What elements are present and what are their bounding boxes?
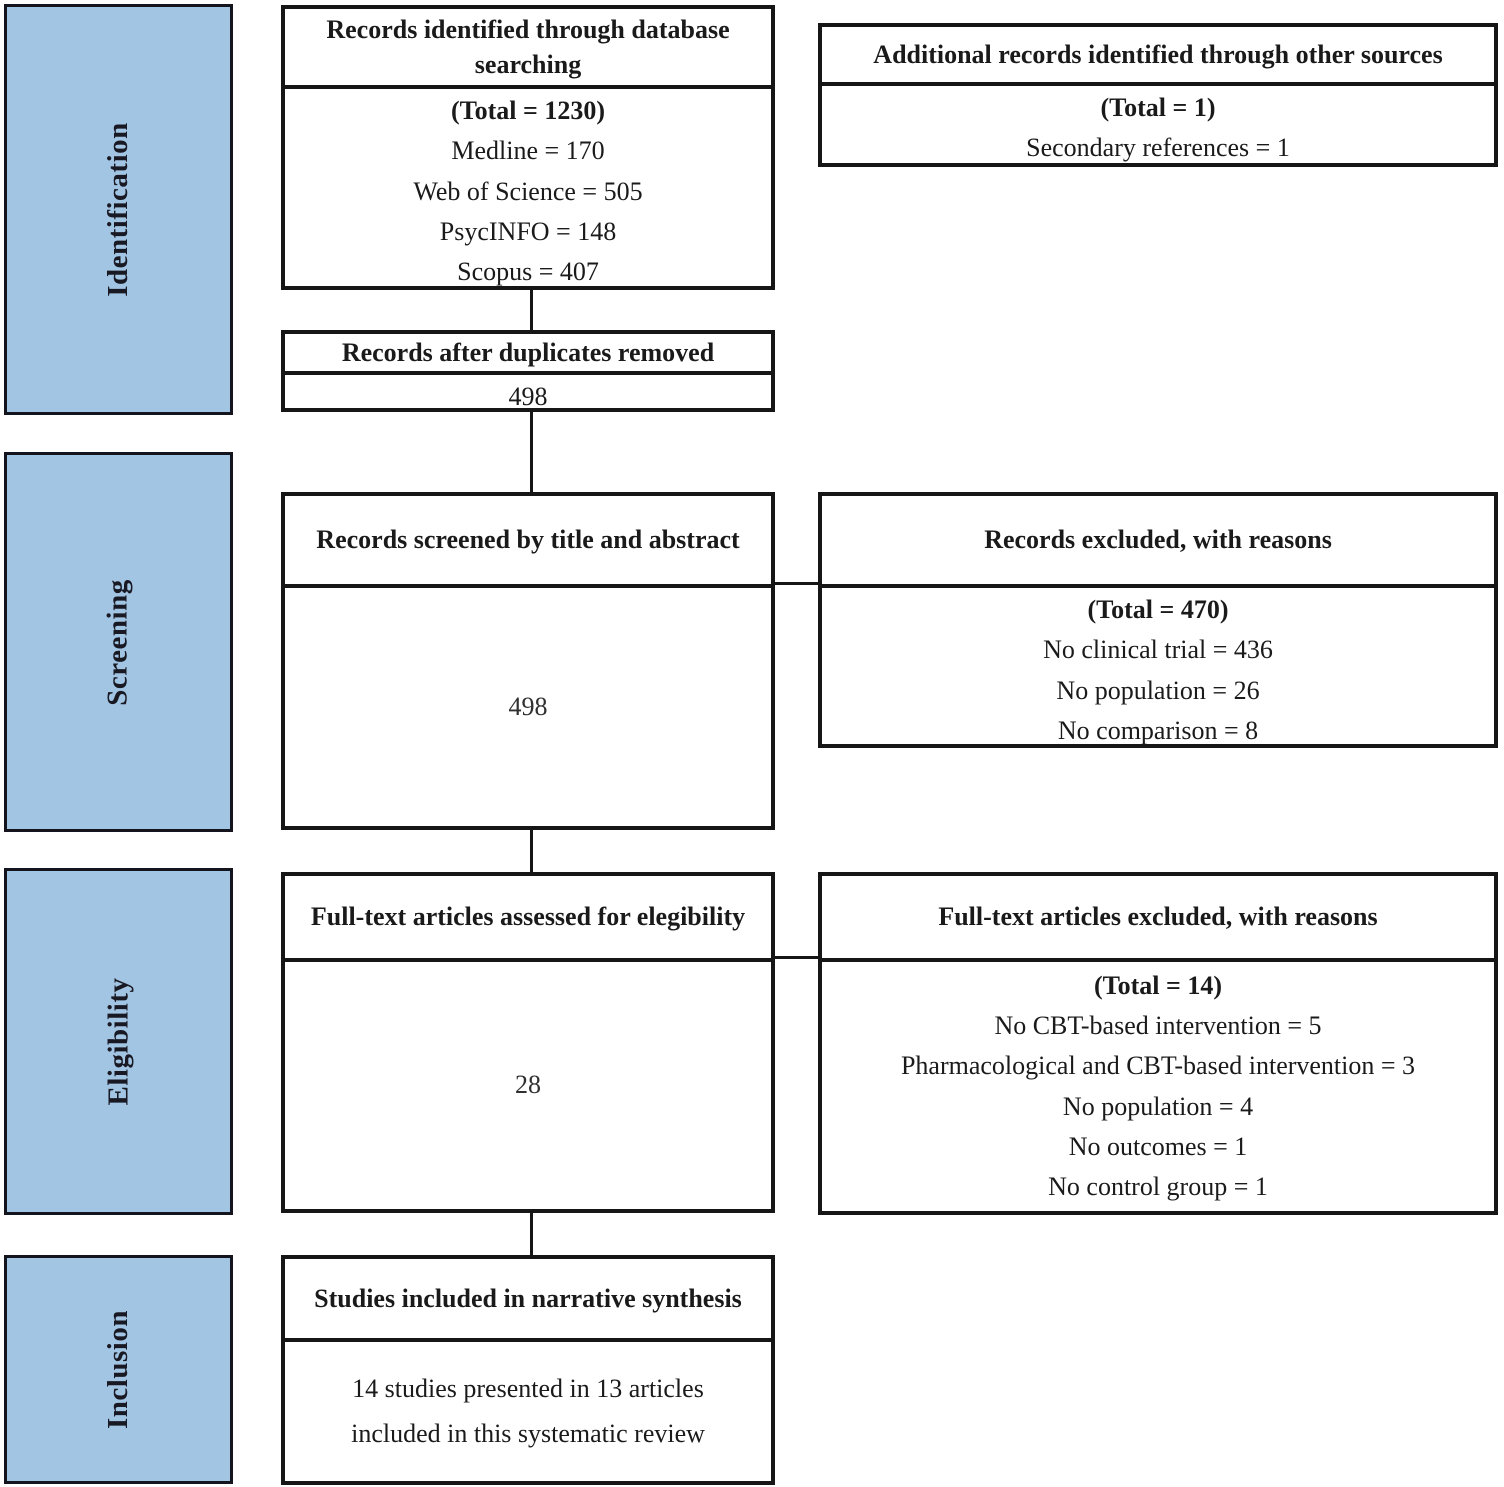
records-excluded-total: (Total = 470)	[1087, 595, 1229, 624]
box-screened: Records screened by title and abstract 4…	[281, 492, 775, 830]
box-records-identified-body: (Total = 1230) Medline = 170 Web of Scie…	[285, 89, 771, 294]
box-included-narrative: Studies included in narrative synthesis …	[281, 1255, 775, 1485]
connector-duplicates-to-screened	[530, 412, 533, 492]
fulltext-excluded-total: (Total = 14)	[1094, 970, 1222, 1000]
box-fulltext-excluded-header: Full-text articles excluded, with reason…	[822, 876, 1494, 962]
records-excluded-line: No clinical trial = 436	[1043, 635, 1273, 665]
records-excluded-line: No population = 26	[1056, 675, 1260, 705]
box-additional-records-body: (Total = 1) Secondary references = 1	[822, 86, 1494, 171]
box-included-narrative-body: 14 studies presented in 13 articles incl…	[351, 1374, 705, 1448]
connector-identified-to-duplicates	[530, 290, 533, 330]
box-screened-header: Records screened by title and abstract	[285, 496, 771, 588]
records-identified-total: (Total = 1230)	[451, 96, 605, 125]
stage-screening-label: Screening	[102, 578, 134, 706]
fulltext-excluded-line: Pharmacological and CBT-based interventi…	[900, 1051, 1416, 1081]
fulltext-excluded-line: No control group = 1	[1048, 1172, 1268, 1202]
box-records-identified-header: Records identified through database sear…	[285, 9, 771, 89]
box-records-excluded-body: (Total = 470) No clinical trial = 436 No…	[822, 588, 1494, 753]
stage-screening: Screening	[4, 452, 233, 832]
box-additional-records-header: Additional records identified through ot…	[822, 27, 1494, 86]
records-identified-line: PsycINFO = 148	[439, 216, 617, 246]
records-identified-line: Web of Science = 505	[413, 176, 643, 206]
fulltext-excluded-line: No population = 4	[1062, 1091, 1254, 1121]
box-after-duplicates: Records after duplicates removed 498	[281, 330, 775, 412]
box-records-identified: Records identified through database sear…	[281, 5, 775, 290]
additional-records-total: (Total = 1)	[1100, 93, 1216, 122]
additional-records-line: Secondary references = 1	[1026, 133, 1290, 163]
records-excluded-line: No comparison = 8	[1057, 715, 1259, 745]
box-fulltext-excluded-body: (Total = 14) No CBT-based intervention =…	[822, 962, 1494, 1211]
stage-identification: Identification	[4, 4, 233, 415]
records-identified-line: Scopus = 407	[457, 257, 599, 287]
box-after-duplicates-header: Records after duplicates removed	[285, 334, 771, 375]
connector-screened-to-fulltext	[530, 830, 533, 872]
fulltext-excluded-line: No CBT-based intervention = 5	[994, 1010, 1322, 1040]
connector-fulltext-to-included	[530, 1213, 533, 1255]
stage-identification-label: Identification	[102, 122, 134, 297]
records-identified-line: Medline = 170	[451, 136, 605, 166]
box-included-narrative-header: Studies included in narrative synthesis	[285, 1259, 771, 1342]
box-after-duplicates-body: 498	[508, 382, 548, 411]
stage-inclusion: Inclusion	[4, 1255, 233, 1484]
connector-fulltext-to-excluded	[775, 956, 818, 959]
fulltext-excluded-line: No outcomes = 1	[1068, 1131, 1248, 1161]
box-fulltext-assessed: Full-text articles assessed for elegibil…	[281, 872, 775, 1213]
box-records-excluded-header: Records excluded, with reasons	[822, 496, 1494, 588]
box-additional-records: Additional records identified through ot…	[818, 23, 1498, 167]
box-fulltext-excluded: Full-text articles excluded, with reason…	[818, 872, 1498, 1215]
box-fulltext-assessed-header: Full-text articles assessed for elegibil…	[285, 876, 771, 962]
stage-eligibility: Eligibility	[4, 868, 233, 1215]
box-records-excluded: Records excluded, with reasons (Total = …	[818, 492, 1498, 748]
box-screened-body: 498	[508, 691, 548, 721]
box-fulltext-assessed-body: 28	[515, 1070, 541, 1100]
stage-eligibility-label: Eligibility	[101, 977, 134, 1106]
connector-screened-to-excluded	[775, 582, 818, 585]
stage-inclusion-label: Inclusion	[101, 1310, 134, 1429]
